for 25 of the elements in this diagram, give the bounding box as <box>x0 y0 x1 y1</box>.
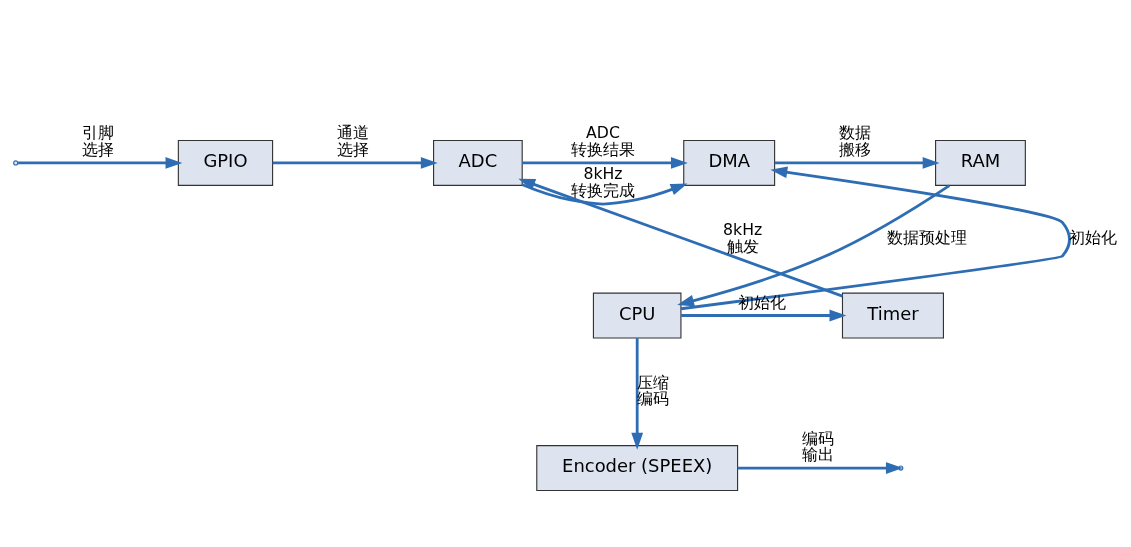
arrow <box>521 182 688 205</box>
arrow <box>677 183 951 306</box>
edge-label: 数据预处理 <box>886 227 967 247</box>
node-box: RAM <box>935 139 1026 186</box>
edge-label: 8kHz 触发 <box>723 219 763 256</box>
arrow <box>518 178 843 297</box>
edge-label: 引脚选择 <box>82 122 115 159</box>
arrow <box>680 165 1071 310</box>
edge-label: 通道选择 <box>337 122 370 159</box>
edge-label: 8kHz 转换完成 <box>570 163 635 200</box>
node-box: Encoder (SPEEX) <box>536 444 739 491</box>
node-box: Timer <box>841 292 944 338</box>
node-box: DMA <box>683 139 776 186</box>
edge-label: 数据搬移 <box>839 122 872 159</box>
arrow <box>631 337 644 450</box>
node-box: ADC <box>433 139 523 186</box>
arrow <box>272 156 438 169</box>
node-box: GPIO <box>177 139 274 186</box>
edge-label: 编码输出 <box>802 428 835 464</box>
arrow <box>774 156 940 169</box>
arrow <box>681 309 847 321</box>
node-box: CPU <box>592 292 682 338</box>
arrow <box>18 156 183 169</box>
edge-label: ADC 转换结果 <box>570 122 635 159</box>
arrow <box>522 156 688 169</box>
